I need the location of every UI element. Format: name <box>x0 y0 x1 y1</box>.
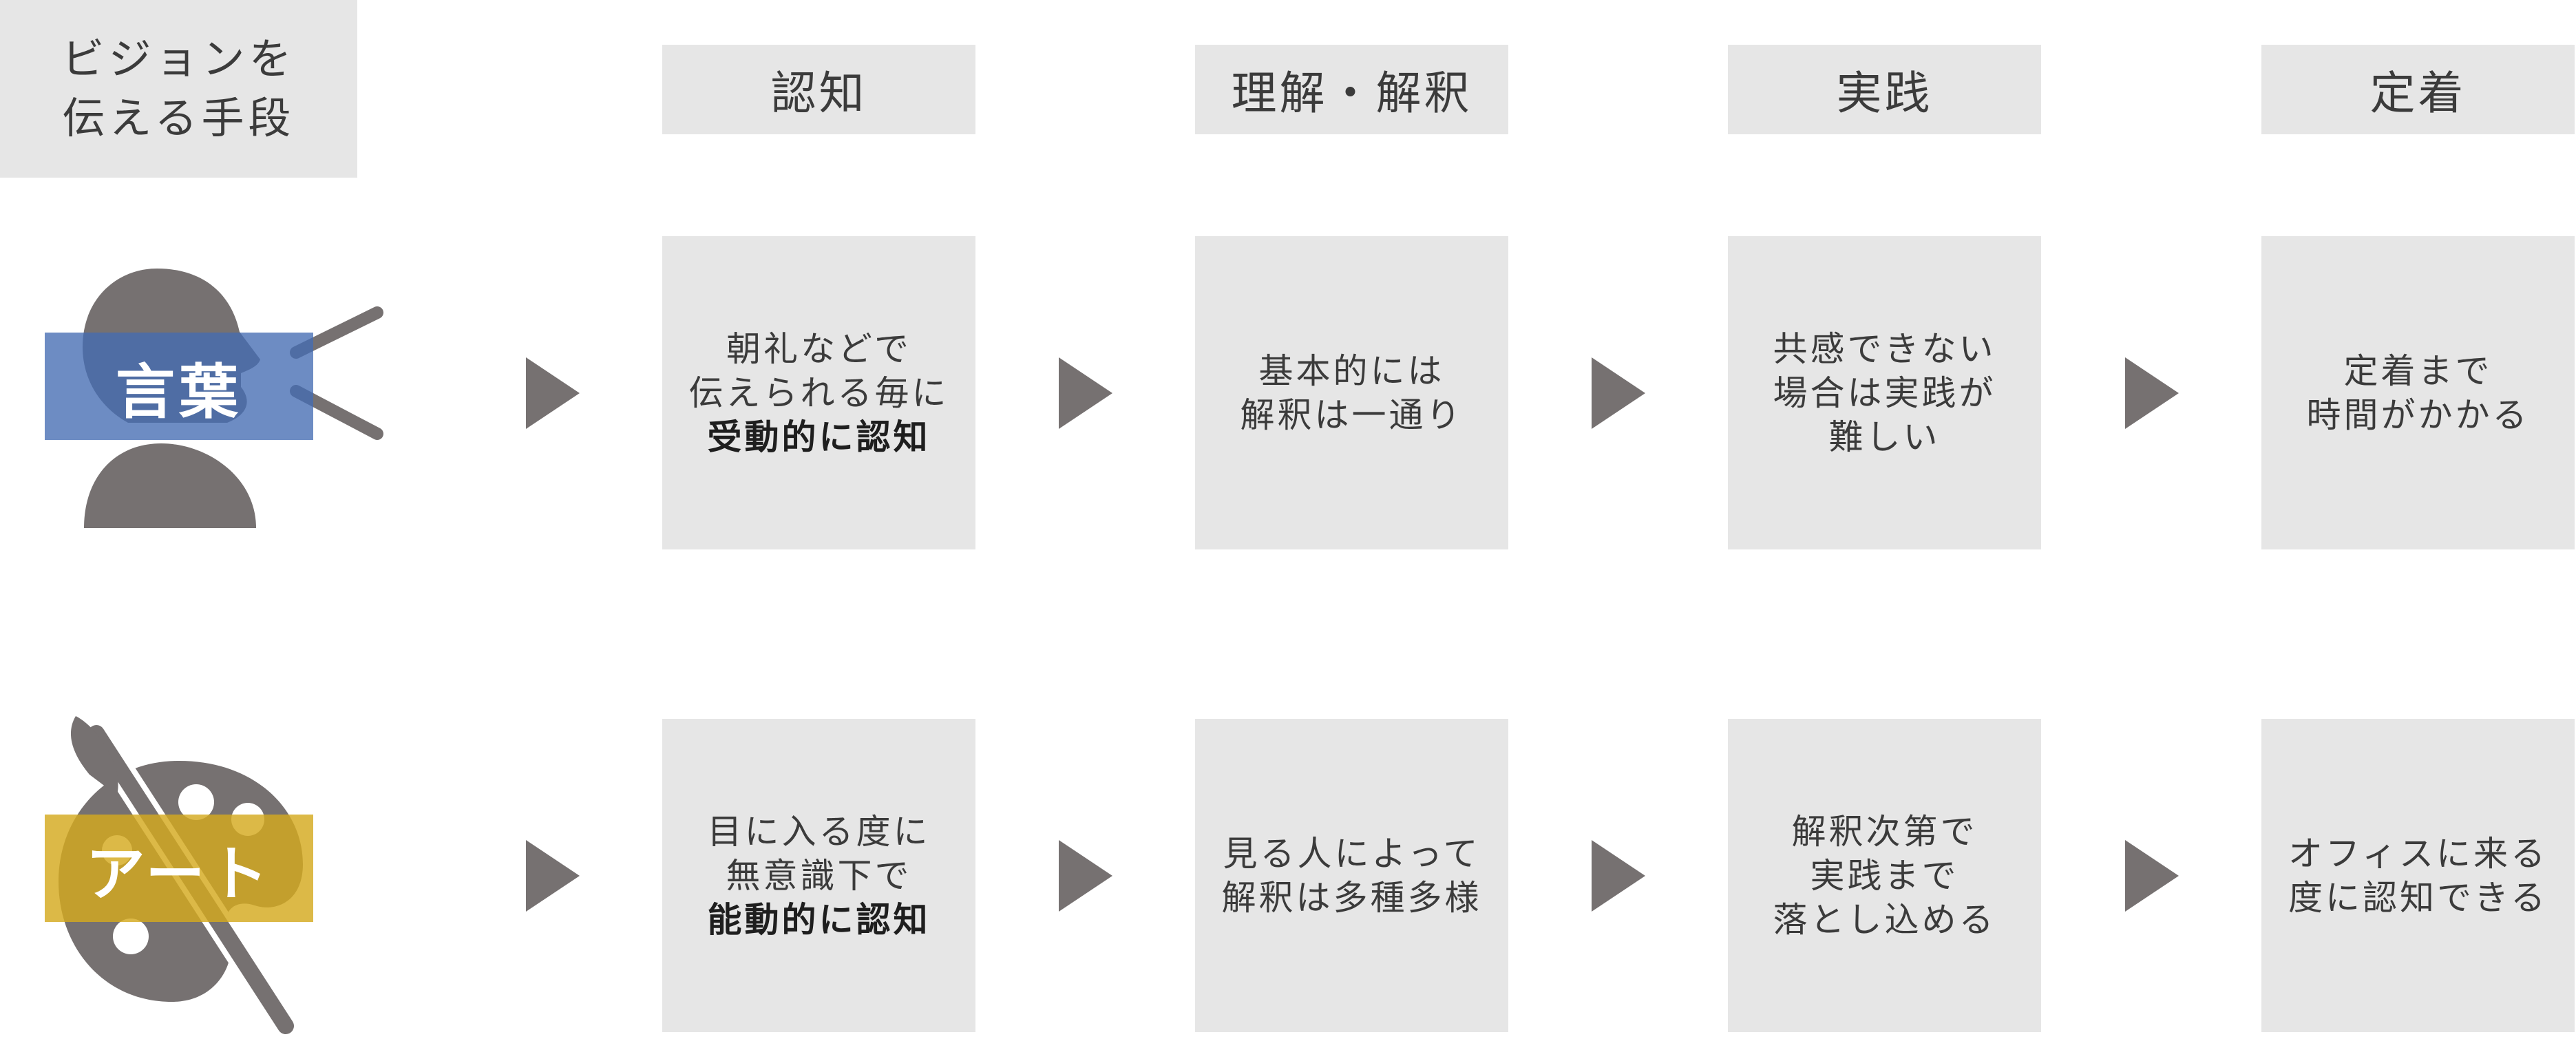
flow-arrow-icon <box>1592 357 1645 429</box>
cell-text: 朝礼などで <box>726 328 911 369</box>
flow-arrow-icon <box>1059 840 1112 912</box>
cell-text: 基本的には <box>1258 350 1445 391</box>
cell-emphasis: 受動的に認知 <box>707 417 931 457</box>
cell-words-understanding: 基本的には 解釈は一通り <box>1195 236 1508 549</box>
cell-art-recognition: 目に入る度に 無意識下で 能動的に認知 <box>662 719 975 1032</box>
header-understanding: 理解・解釈 <box>1195 45 1508 134</box>
row-label-art: アート <box>45 815 313 922</box>
cell-words-establishment: 定着まで 時間がかかる <box>2261 236 2575 549</box>
cell-words-recognition: 朝礼などで 伝えられる毎に 受動的に認知 <box>662 236 975 549</box>
flow-arrow-icon <box>526 840 580 912</box>
header-recognition: 認知 <box>662 45 975 134</box>
cell-art-understanding: 見る人によって 解釈は多種多様 <box>1195 719 1508 1032</box>
cell-text: 定着まで <box>2343 350 2493 391</box>
flow-arrow-icon <box>1059 357 1112 429</box>
flow-arrow-icon <box>2125 357 2179 429</box>
cell-text: 無意識下で <box>726 855 912 896</box>
cell-words-practice: 共感できない 場合は実践が 難しい <box>1728 236 2041 549</box>
cell-text: 落とし込める <box>1773 899 1996 940</box>
cell-text: 伝えられる毎に <box>688 372 949 413</box>
cell-text: 実践まで <box>1810 855 1959 896</box>
cell-text: 解釈は多種多様 <box>1221 877 1482 918</box>
diagram-title-line2: 伝える手段 <box>62 93 295 143</box>
header-establishment: 定着 <box>2261 45 2575 134</box>
cell-text: 共感できない <box>1773 328 1996 369</box>
cell-text: 見る人によって <box>1223 833 1481 874</box>
cell-text: オフィスに来る <box>2288 833 2548 874</box>
cell-text: 場合は実践が <box>1773 372 1996 413</box>
cell-art-practice: 解釈次第で 実践まで 落とし込める <box>1728 719 2041 1032</box>
cell-text: 目に入る度に <box>707 811 931 852</box>
cell-text: 難しい <box>1828 417 1941 457</box>
flow-arrow-icon <box>1592 840 1645 912</box>
cell-text: 時間がかかる <box>2306 395 2530 435</box>
diagram-title: ビジョンを 伝える手段 <box>0 0 357 178</box>
cell-art-establishment: オフィスに来る 度に認知できる <box>2261 719 2575 1032</box>
cell-text: 解釈次第で <box>1791 811 1978 852</box>
cell-text: 度に認知できる <box>2288 877 2548 918</box>
cell-emphasis: 能動的に認知 <box>707 899 931 940</box>
flow-arrow-icon <box>526 357 580 429</box>
row-label-words: 言葉 <box>45 333 313 440</box>
diagram-title-line1: ビジョンを <box>61 34 296 84</box>
cell-text: 解釈は一通り <box>1240 395 1464 435</box>
header-practice: 実践 <box>1728 45 2041 134</box>
flow-arrow-icon <box>2125 840 2179 912</box>
